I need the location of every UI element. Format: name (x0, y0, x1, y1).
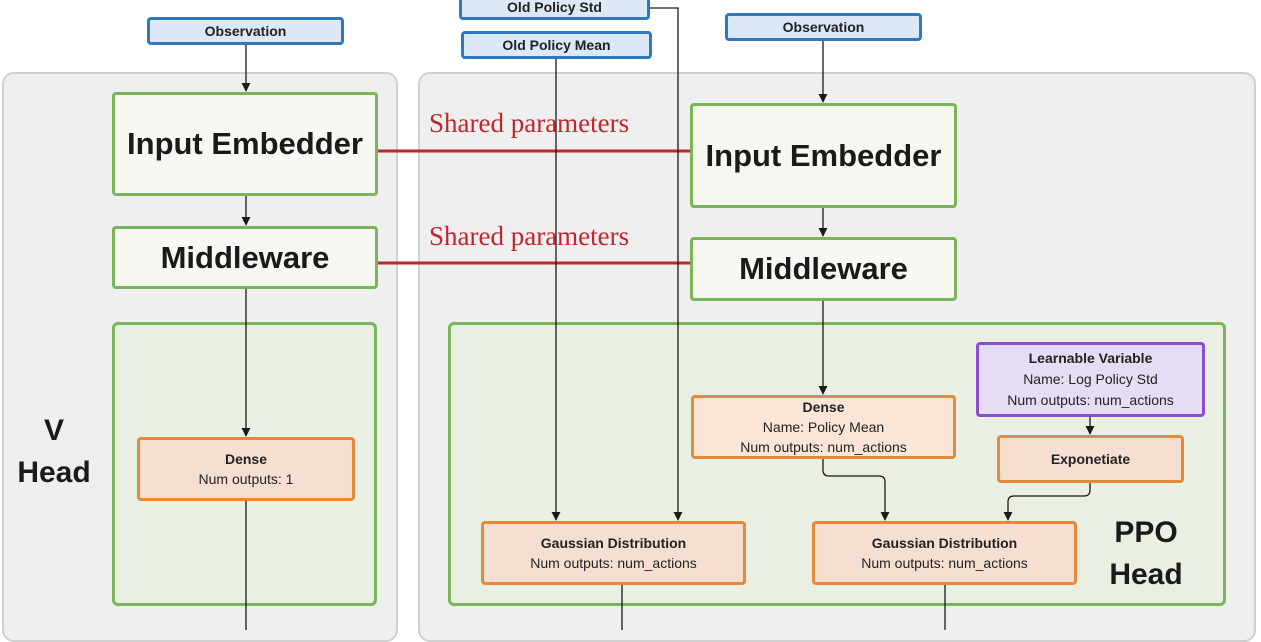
middleware-right: Middleware (690, 237, 957, 301)
learnable-variable-box: Learnable Variable Name: Log Policy Std … (976, 342, 1205, 417)
exponentiate-label: Exponetiate (1050, 451, 1131, 467)
gaussian-new-outputs: Num outputs: num_actions (861, 555, 1028, 571)
gaussian-old-title: Gaussian Distribution (540, 535, 687, 551)
observation-input-right: Observation (725, 13, 922, 41)
ppo-head-label: PPO Head (1096, 512, 1196, 596)
learnable-variable-name: Name: Log Policy Std (1023, 371, 1158, 387)
learnable-variable-outputs: Num outputs: num_actions (1007, 392, 1174, 408)
observation-input-left: Observation (147, 17, 344, 45)
old-policy-mean-input: Old Policy Mean (461, 31, 652, 59)
dense-policy-mean: Dense Name: Policy Mean Num outputs: num… (691, 395, 956, 459)
middleware-left: Middleware (112, 226, 378, 289)
ppo-head-label-line2: Head (1109, 558, 1183, 591)
exponentiate-box: Exponetiate (997, 435, 1184, 483)
v-head-label-line2: Head (17, 456, 91, 489)
input-embedder-left: Input Embedder (112, 92, 378, 196)
dense-right-outputs: Num outputs: num_actions (740, 439, 907, 455)
ppo-head-label-line1: PPO (1114, 516, 1178, 549)
old-policy-std-input: Old Policy Std (459, 0, 650, 20)
v-head-label-line1: V (43, 414, 64, 447)
dense-left-title: Dense (224, 451, 268, 467)
shared-parameters-label-embedder: Shared parameters (429, 108, 630, 138)
shared-parameters-label-middleware: Shared parameters (429, 221, 630, 251)
dense-left: Dense Num outputs: 1 (137, 437, 355, 501)
dense-left-outputs: Num outputs: 1 (198, 471, 294, 487)
v-head-label: V Head (10, 410, 98, 494)
gaussian-distribution-old: Gaussian Distribution Num outputs: num_a… (481, 521, 746, 585)
dense-right-title: Dense (802, 399, 845, 415)
input-embedder-right: Input Embedder (690, 103, 957, 208)
gaussian-distribution-new: Gaussian Distribution Num outputs: num_a… (812, 521, 1077, 585)
learnable-variable-title: Learnable Variable (1028, 350, 1153, 366)
gaussian-old-outputs: Num outputs: num_actions (530, 555, 697, 571)
gaussian-new-title: Gaussian Distribution (871, 535, 1018, 551)
dense-right-name: Name: Policy Mean (762, 419, 885, 435)
